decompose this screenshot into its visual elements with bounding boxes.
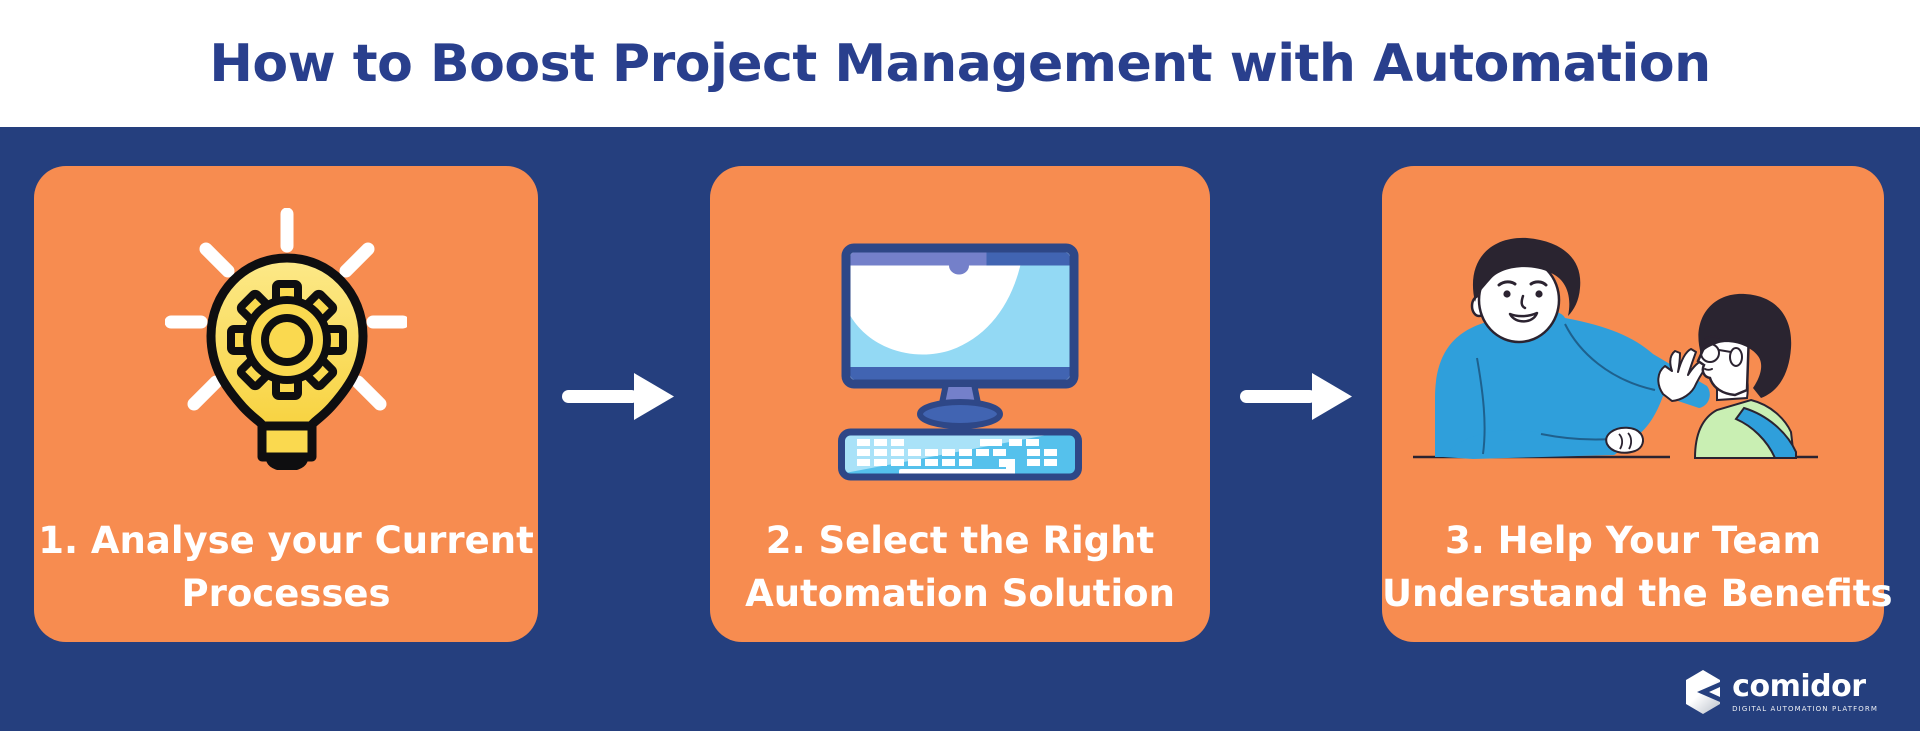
team-discussion-illustration (1413, 237, 1818, 459)
glasses-icon (1700, 343, 1720, 363)
caption-line: 1. Analyse your Current (38, 519, 534, 562)
right-arrow-icon (1240, 373, 1352, 420)
step-card-1: 1. Analyse your Current Processes (34, 166, 538, 642)
right-arrow-icon (562, 373, 674, 420)
header-band: How to Boost Project Management with Aut… (0, 0, 1920, 127)
lightbulb-gear-icon (165, 208, 407, 470)
step-card-3: 3. Help Your Team Understand the Benefit… (1382, 166, 1893, 642)
step-caption-2: 2. Select the Right Automation Solution (710, 514, 1210, 620)
resting-fist (1605, 426, 1644, 454)
caption-line: 2. Select the Right (765, 519, 1155, 562)
step-caption-3: 3. Help Your Team Understand the Benefit… (1382, 514, 1893, 620)
manager-hair (1472, 237, 1581, 316)
manager-figure (1435, 237, 1710, 459)
bulb-cap (266, 457, 308, 470)
caption-line: Understand the Benefits (1382, 572, 1893, 615)
desktop-computer-icon (838, 243, 1082, 481)
open-hand (1657, 348, 1709, 402)
gear-icon (227, 280, 347, 400)
comidor-hexagon-icon (1686, 670, 1721, 714)
caption-line: Automation Solution (745, 572, 1175, 615)
light-rays (165, 208, 407, 411)
page-title: How to Boost Project Management with Aut… (209, 33, 1711, 94)
smile (1508, 311, 1539, 323)
logo-text: comidor DIGITAL AUTOMATION PLATFORM (1732, 668, 1878, 713)
step-caption-1: 1. Analyse your Current Processes (34, 514, 538, 620)
team-member-hair (1698, 293, 1792, 398)
caption-line: Processes (181, 572, 391, 615)
step-card-2: 2. Select the Right Automation Solution (710, 166, 1210, 642)
bulb-base (257, 421, 317, 462)
monitor (841, 243, 1079, 429)
bag-strap (1734, 406, 1797, 459)
blue-stage: 1. Analyse your Current Processes (0, 127, 1920, 731)
team-member-figure (1693, 293, 1797, 459)
keyboard (838, 428, 1082, 481)
comidor-logo: comidor DIGITAL AUTOMATION PLATFORM (1683, 669, 1878, 715)
brand-name: comidor (1732, 668, 1866, 704)
monitor-base (917, 399, 1003, 429)
brand-tagline: DIGITAL AUTOMATION PLATFORM (1732, 704, 1878, 713)
caption-line: 3. Help Your Team (1444, 519, 1822, 562)
